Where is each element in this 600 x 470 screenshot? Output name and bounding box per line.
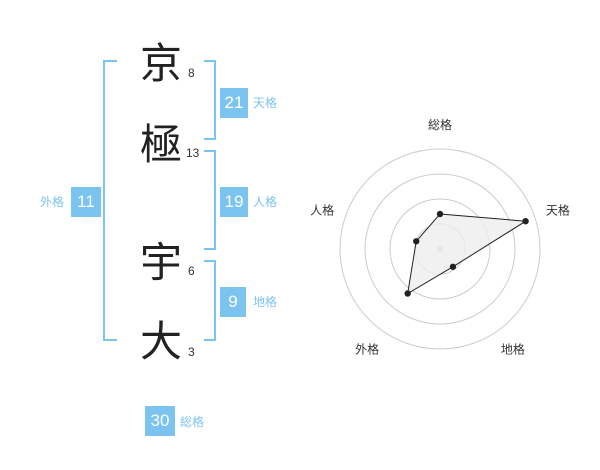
radar-axis-label-5: 人格: [310, 203, 334, 218]
tenkaku-label: 天格: [253, 96, 278, 110]
stroke-count-4: 3: [188, 345, 195, 359]
soukaku-value-badge: 30: [145, 406, 175, 436]
jinkaku-label: 人格: [253, 195, 278, 209]
gaikaku-value-badge: 11: [71, 187, 101, 217]
stroke-count-2: 13: [186, 146, 200, 160]
soukaku-label: 総格: [180, 415, 205, 429]
chikaku-label: 地格: [253, 295, 278, 309]
chikaku-value-badge: 9: [220, 287, 246, 317]
name-char-3: 宇: [140, 238, 183, 287]
radar-point-4: [404, 290, 411, 297]
radar-ring-2: [389, 198, 491, 300]
stroke-count-1: 8: [188, 66, 195, 80]
radar-point-3: [449, 263, 457, 270]
gaikaku-label: 外格: [40, 195, 65, 209]
chikaku-bracket: [204, 260, 216, 341]
tenkaku-value-badge: 21: [220, 88, 248, 118]
tenkaku-bracket: [204, 60, 216, 140]
radar-point-1: [436, 210, 444, 218]
name-char-4: 大: [140, 317, 183, 366]
radar-ring-4: [339, 148, 541, 350]
radar-points: [404, 210, 529, 297]
radar-area-polygon: [407, 213, 528, 295]
radar-axis-label-2: 天格: [546, 203, 570, 218]
radar-point-2: [522, 217, 529, 225]
stroke-count-3: 6: [188, 264, 195, 278]
radar-axis-label-3: 地格: [501, 341, 525, 356]
name-char-2: 極: [140, 120, 183, 169]
jinkaku-value-badge: 19: [220, 187, 248, 217]
name-char-1: 京: [140, 39, 183, 88]
radar-point-5: [413, 238, 420, 245]
jinkaku-bracket: [204, 150, 216, 250]
radar-area: [407, 213, 528, 295]
radar-ring-3: [364, 173, 516, 325]
gaikaku-bracket: [103, 60, 117, 341]
radar-axis-label-1: 総格: [428, 117, 452, 132]
radar-axis-label-4: 外格: [355, 341, 379, 356]
